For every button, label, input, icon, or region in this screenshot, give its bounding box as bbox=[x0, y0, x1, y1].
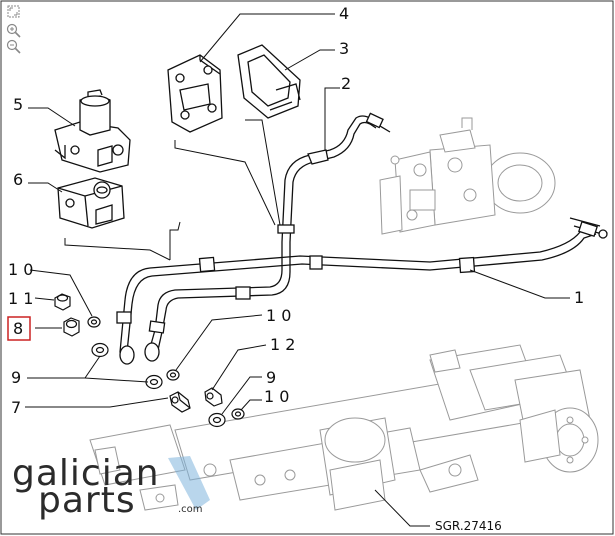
svg-text:8: 8 bbox=[13, 319, 23, 338]
callout-11[interactable]: 1 1 bbox=[8, 289, 33, 308]
washer-9c bbox=[208, 412, 226, 428]
washer-10b bbox=[166, 369, 180, 381]
drawing-code: SGR.27416 bbox=[435, 519, 502, 533]
part-12-union bbox=[204, 387, 223, 407]
part-6-valve bbox=[57, 177, 125, 229]
washer-9b bbox=[145, 374, 163, 390]
callout-9-right[interactable]: 9 bbox=[266, 368, 276, 387]
callout-10-right-top[interactable]: 1 0 bbox=[266, 306, 291, 325]
part-5-valve-block bbox=[54, 89, 131, 173]
svg-text:2: 2 bbox=[341, 74, 351, 93]
callout-10-left[interactable]: 1 0 bbox=[8, 260, 33, 279]
svg-text:1 0: 1 0 bbox=[266, 306, 291, 325]
watermark-suffix: .com bbox=[178, 504, 203, 515]
svg-text:9: 9 bbox=[266, 368, 276, 387]
callout-1[interactable]: 1 bbox=[574, 288, 584, 307]
callout-10-right-bottom[interactable]: 1 0 bbox=[264, 387, 289, 406]
fit-icon[interactable] bbox=[7, 5, 20, 18]
watermark-line1: galician bbox=[12, 453, 160, 494]
part-7-union bbox=[169, 391, 191, 413]
axle-ghost bbox=[89, 344, 599, 511]
callout-4[interactable]: 4 bbox=[339, 4, 349, 23]
callout-8[interactable]: 8 bbox=[7, 316, 31, 341]
svg-text:7: 7 bbox=[11, 398, 21, 417]
callout-3[interactable]: 3 bbox=[339, 39, 349, 58]
svg-text:1 0: 1 0 bbox=[264, 387, 289, 406]
zoom-in-icon[interactable] bbox=[6, 23, 21, 38]
washer-9a bbox=[91, 342, 109, 358]
part-3-clamp bbox=[237, 44, 301, 119]
callout-12[interactable]: 1 2 bbox=[270, 335, 295, 354]
watermark-logo: galician parts .com bbox=[12, 453, 210, 521]
part-4-bracket bbox=[167, 54, 223, 133]
washer-10a bbox=[87, 316, 101, 328]
part-11-nut bbox=[54, 293, 71, 311]
callout-8-highlight-box bbox=[7, 316, 31, 341]
svg-text:1: 1 bbox=[574, 288, 584, 307]
svg-text:5: 5 bbox=[13, 95, 23, 114]
part-8-nut bbox=[63, 317, 80, 337]
svg-text:3: 3 bbox=[339, 39, 349, 58]
washer-10c bbox=[231, 408, 245, 420]
svg-text:1 0: 1 0 bbox=[8, 260, 33, 279]
svg-text:1 1: 1 1 bbox=[8, 289, 33, 308]
brake-valve-ghost bbox=[379, 117, 556, 235]
callout-6[interactable]: 6 bbox=[13, 170, 23, 189]
leader-lines bbox=[25, 13, 570, 527]
brake-pipes bbox=[116, 112, 608, 365]
svg-text:6: 6 bbox=[13, 170, 23, 189]
svg-text:9: 9 bbox=[11, 368, 21, 387]
callout-7[interactable]: 7 bbox=[11, 398, 21, 417]
watermark-line2: parts bbox=[38, 480, 136, 521]
callout-5[interactable]: 5 bbox=[13, 95, 23, 114]
svg-text:4: 4 bbox=[339, 4, 349, 23]
callout-2[interactable]: 2 bbox=[341, 74, 351, 93]
callout-9-left[interactable]: 9 bbox=[11, 368, 21, 387]
zoom-out-icon[interactable] bbox=[6, 39, 21, 54]
svg-text:1 2: 1 2 bbox=[270, 335, 295, 354]
